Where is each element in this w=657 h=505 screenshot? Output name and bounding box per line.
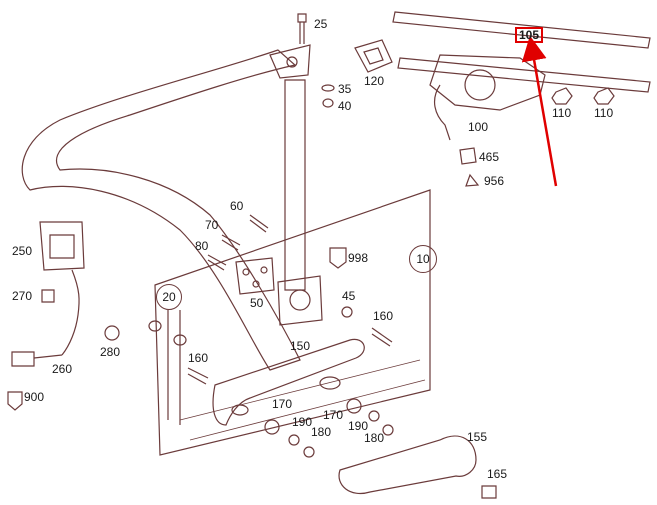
callout-190-b: 190	[348, 419, 369, 433]
callout-250: 250	[12, 244, 33, 258]
callout-160-left: 160	[188, 351, 209, 365]
callout-35: 35	[338, 82, 352, 96]
connector-465	[459, 147, 477, 165]
bolt-80	[207, 254, 227, 271]
callout-50: 50	[250, 296, 264, 310]
motor-100	[429, 54, 546, 111]
callout-900: 900	[24, 390, 45, 404]
guide-loop-120	[354, 39, 393, 73]
belt-retractor	[277, 275, 323, 326]
belt-webbing	[21, 49, 301, 371]
callout-260: 260	[52, 362, 73, 376]
callout-465: 465	[479, 150, 500, 164]
mounting-panel	[154, 189, 431, 456]
callout-10-circled: 10	[409, 245, 437, 273]
callout-160-right: 160	[373, 309, 394, 323]
callout-40: 40	[338, 99, 352, 113]
callout-165: 165	[487, 467, 508, 481]
screw-160-right	[371, 327, 393, 347]
bolt-70	[221, 234, 241, 251]
bolt-25	[297, 13, 307, 44]
callout-110-b: 110	[594, 106, 614, 120]
connector-260	[11, 351, 35, 367]
callout-170-b: 170	[323, 408, 344, 422]
callout-270: 270	[12, 289, 33, 303]
callout-155: 155	[467, 430, 488, 444]
bolt-165	[481, 485, 497, 499]
callout-60: 60	[230, 199, 244, 213]
nut-110-b	[593, 87, 615, 105]
part-998-icon	[329, 247, 347, 269]
callout-25: 25	[314, 17, 328, 31]
callout-100: 100	[468, 120, 489, 134]
callout-180-b: 180	[364, 431, 385, 445]
part-900-icon	[7, 391, 23, 411]
callout-280: 280	[100, 345, 121, 359]
callout-20-circled: 20	[156, 284, 182, 310]
height-adjuster-rail	[284, 79, 306, 291]
buckle-250	[39, 221, 85, 271]
callout-956: 956	[484, 174, 505, 188]
callout-70: 70	[205, 218, 219, 232]
screw-160-left	[187, 367, 209, 385]
connector-956	[465, 173, 480, 187]
callout-180-a: 180	[311, 425, 332, 439]
seat-rail-upper	[392, 11, 651, 49]
callout-998: 998	[348, 251, 369, 265]
callout-120: 120	[364, 74, 385, 88]
nut-110-a	[551, 87, 573, 105]
callout-80: 80	[195, 239, 209, 253]
upper-anchor	[269, 44, 311, 79]
callout-105-highlighted: 105	[515, 27, 544, 43]
callout-45: 45	[342, 289, 356, 303]
callout-110-a: 110	[552, 106, 572, 120]
bolt-60	[249, 214, 269, 233]
callout-150: 150	[290, 339, 311, 353]
callout-190-a: 190	[292, 415, 313, 429]
highlight-arrow	[521, 35, 558, 187]
bracket-50	[235, 257, 275, 295]
seat-rail-lower	[397, 57, 651, 93]
callout-170-a: 170	[272, 397, 293, 411]
bolt-270	[41, 289, 55, 303]
bracket-155	[338, 435, 477, 494]
